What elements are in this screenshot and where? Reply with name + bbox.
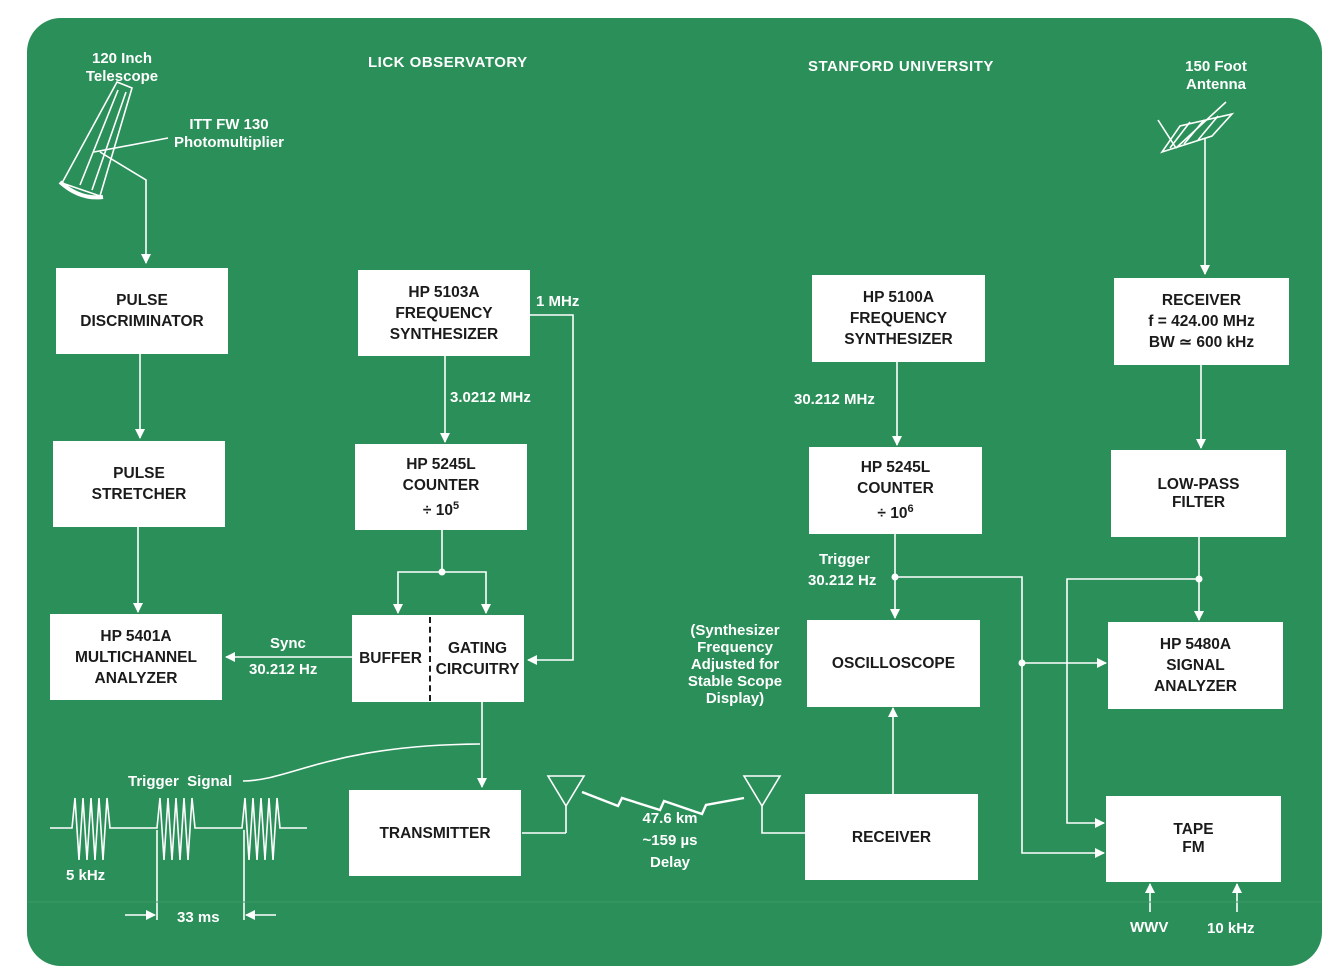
receiver-top-line2: f = 424.00 MHz: [1148, 313, 1255, 330]
label-30-212mhz: 30.212 MHz: [794, 391, 875, 408]
receive-antenna-icon: [742, 775, 782, 808]
counter-left-exponent: 5: [452, 499, 460, 512]
low-pass-filter-box: LOW-PASS FILTER: [1111, 450, 1286, 537]
receiver-top-line3: BW ≃ 600 kHz: [1148, 334, 1255, 351]
receiver-bottom-box: RECEIVER: [805, 794, 978, 880]
counter-left-div: ÷ 10: [422, 501, 453, 519]
telescope-label: 120 Inch Telescope: [82, 50, 162, 86]
label-5khz: 5 kHz: [66, 867, 106, 884]
antenna-label-line2: Antenna: [1186, 76, 1246, 93]
synth-note-line2: Frequency: [697, 639, 773, 656]
label-3-0212mhz: 3.0212 MHz: [450, 389, 531, 406]
lightning-icon: [581, 790, 745, 816]
photomultiplier-label-line2: Photomultiplier: [174, 134, 284, 151]
gating-line1: GATING: [447, 639, 508, 657]
transmit-antenna-icon: [546, 775, 586, 808]
antenna-label-line1: 150 Foot: [1185, 58, 1247, 75]
tape-line1: TAPE: [1173, 821, 1214, 838]
transmitter-label: TRANSMITTER: [379, 824, 491, 842]
receiver-bottom-label: RECEIVER: [851, 828, 932, 846]
buffer-gating-box: BUFFER GATING CIRCUITRY: [352, 615, 524, 702]
signal-analyzer-line2: SIGNAL: [1166, 657, 1225, 674]
pulse-stretcher-line1: PULSE: [113, 465, 165, 482]
low-pass-line1: LOW-PASS: [1157, 475, 1240, 493]
signal-analyzer-box: HP 5480A SIGNAL ANALYZER: [1108, 622, 1283, 709]
pulse-waveform: [50, 797, 307, 920]
multichannel-analyzer-line3: ANALYZER: [94, 669, 178, 687]
label-1mhz: 1 MHz: [536, 293, 580, 310]
multichannel-analyzer-line1: HP 5401A: [100, 627, 172, 645]
transmitter-box: TRANSMITTER: [349, 790, 521, 876]
buffer-section: BUFFER: [359, 650, 422, 667]
frequency-synthesizer-5103a-box: HP 5103A FREQUENCY SYNTHESIZER: [358, 270, 530, 356]
stanford-university-heading: STANFORD UNIVERSITY: [808, 58, 994, 75]
synthesizer-note: (Synthesizer Frequency Adjusted for Stab…: [680, 622, 790, 707]
telescope-label-line1: 120 Inch: [91, 50, 153, 67]
antenna-label: 150 Foot Antenna: [1176, 58, 1256, 94]
buffer-gating-divider: [429, 616, 432, 701]
low-pass-line2: FILTER: [1171, 493, 1226, 511]
gating-section: GATING CIRCUITRY: [431, 638, 524, 680]
tape-line2: FM: [1182, 839, 1205, 856]
counter-5245l-right-box: HP 5245L COUNTER ÷ 106: [809, 447, 982, 534]
link-delay-us: ~159 µs: [642, 832, 698, 849]
synth-note-line3: Adjusted for: [690, 656, 780, 673]
counter-right-line1: HP 5245L: [860, 459, 931, 476]
lick-observatory-heading: LICK OBSERVATORY: [368, 54, 528, 71]
label-trigger-signal: Trigger Signal: [128, 773, 233, 790]
counter-right-line2: COUNTER: [857, 480, 934, 497]
counter-5245l-left-box: HP 5245L COUNTER ÷ 105: [355, 444, 527, 530]
signal-analyzer-line1: HP 5480A: [1159, 636, 1232, 653]
counter-left-line1: HP 5245L: [406, 455, 476, 473]
pulse-stretcher-box: PULSE STRETCHER: [53, 441, 225, 527]
tape-fm-box: TAPE FM: [1106, 796, 1281, 882]
synth-left-line2: FREQUENCY: [395, 304, 493, 322]
receiver-top-line1: RECEIVER: [1161, 292, 1242, 309]
counter-left-divisor: ÷ 105: [423, 496, 459, 521]
telescope-icon: [58, 80, 169, 200]
oscilloscope-box: OSCILLOSCOPE: [807, 620, 980, 707]
label-sync-frequency: 30.212 Hz: [249, 661, 318, 678]
label-sync: Sync: [270, 635, 306, 652]
synth-left-line3: SYNTHESIZER: [389, 325, 499, 343]
receiver-top-box: RECEIVER f = 424.00 MHz BW ≃ 600 kHz: [1114, 278, 1289, 365]
link-delay: Delay: [649, 854, 691, 871]
synth-right-line2: FREQUENCY: [849, 310, 948, 327]
dish-antenna-icon: [1157, 101, 1235, 154]
oscilloscope-label: OSCILLOSCOPE: [831, 655, 956, 672]
pulse-stretcher-line2: STRETCHER: [91, 486, 187, 503]
multichannel-analyzer-box: HP 5401A MULTICHANNEL ANALYZER: [50, 614, 222, 700]
pulse-discriminator-box: PULSE DISCRIMINATOR: [56, 268, 228, 354]
label-33ms: 33 ms: [177, 909, 220, 926]
gating-line2: CIRCUITRY: [435, 660, 520, 678]
synth-left-line1: HP 5103A: [408, 283, 480, 301]
synth-note-line1: (Synthesizer: [690, 622, 780, 639]
synth-note-line5: Display): [705, 690, 765, 707]
pulse-discriminator-line2: DISCRIMINATOR: [80, 313, 204, 330]
signal-analyzer-line3: ANALYZER: [1154, 678, 1237, 695]
radio-link-label: 47.6 km ~159 µs Delay: [620, 808, 720, 874]
label-trigger-frequency: 30.212 Hz: [808, 572, 877, 589]
link-distance: 47.6 km: [642, 810, 698, 827]
frequency-synthesizer-5100a-box: HP 5100A FREQUENCY SYNTHESIZER: [812, 275, 985, 362]
synth-note-line4: Stable Scope: [687, 673, 783, 690]
photomultiplier-label-line1: ITT FW 130: [189, 116, 269, 133]
counter-right-exponent: 6: [907, 503, 914, 515]
photomultiplier-label: ITT FW 130 Photomultiplier: [168, 116, 290, 152]
label-10khz: 10 kHz: [1207, 920, 1255, 937]
synth-right-line3: SYNTHESIZER: [844, 331, 953, 348]
label-wwv: WWV: [1130, 919, 1169, 936]
synth-right-line1: HP 5100A: [862, 289, 935, 306]
label-trigger: Trigger: [819, 551, 870, 568]
counter-right-divisor: ÷ 106: [877, 499, 913, 524]
counter-right-div: ÷ 10: [877, 505, 908, 522]
telescope-label-line2: Telescope: [85, 68, 159, 85]
pulse-discriminator-line1: PULSE: [116, 292, 168, 309]
multichannel-analyzer-line2: MULTICHANNEL: [75, 648, 197, 666]
counter-left-line2: COUNTER: [402, 476, 480, 494]
